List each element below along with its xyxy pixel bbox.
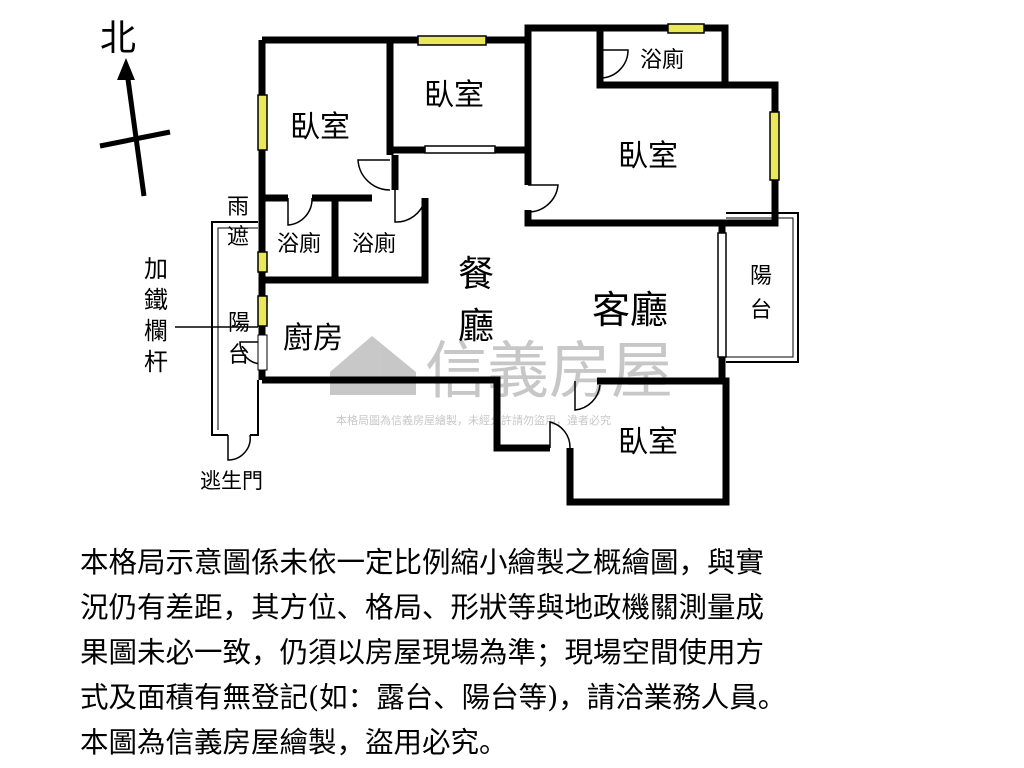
label-bedroom-nw: 臥室 <box>290 110 350 145</box>
compass-arrow-head <box>117 58 135 80</box>
balcony-east: 陽 台 <box>726 212 799 363</box>
sliding-doors <box>424 145 727 358</box>
label-railing-1: 加 <box>144 255 168 283</box>
door-bedroom-nw <box>357 159 391 191</box>
wall-bed-ne-south <box>524 210 722 227</box>
sliding-door-bedroom-n <box>424 145 496 154</box>
door-bath-2 <box>394 190 426 223</box>
label-railing-2: 鐵 <box>144 286 168 314</box>
door-bedroom-se <box>574 381 601 411</box>
balcony-west-right <box>250 380 259 436</box>
window-west-3 <box>257 295 268 327</box>
sliding-door-living-east <box>717 232 727 358</box>
compass: 北 <box>99 18 171 197</box>
label-bedroom-se: 臥室 <box>618 425 678 460</box>
label-escape-door: 逃生門 <box>200 469 263 493</box>
compass-arrow-shaft <box>124 71 147 197</box>
watermark-notice: 本格局圖為信義房屋繪製，未經允許請勿盜用，違者必究 <box>336 413 611 427</box>
disclaimer-line-5: 本圖為信義房屋繪製，盜用必究。 <box>80 726 508 759</box>
annotations: 雨 遮 加 鐵 欄 杆 逃生門 <box>144 195 263 493</box>
window-north-1 <box>417 35 487 46</box>
wall-bath-ne <box>596 28 725 89</box>
watermark-brand: 信義房屋 <box>425 334 673 407</box>
label-bedroom-ne: 臥室 <box>618 139 678 174</box>
balcony-east-outline <box>726 212 799 363</box>
wall-southeast <box>566 377 730 506</box>
disclaimer-text: 本格局示意圖係未依一定比例縮小繪製之概繪圖，與實 況仍有差距，其方位、格局、形狀… <box>80 540 960 759</box>
label-bathroom-ne: 浴廁 <box>640 48 684 73</box>
walls <box>258 24 779 506</box>
label-railing-3: 欄 <box>144 317 168 345</box>
disclaimer-line-2: 況仍有差距，其方位、格局、形狀等與地政機關測量成 <box>80 591 765 624</box>
window-west-1 <box>257 94 268 151</box>
disclaimer-line-4: 式及面積有無登記(如：露台、陽台等)，請洽業務人員。 <box>80 681 787 714</box>
label-dining-2: 廳 <box>458 306 494 347</box>
balcony-west: 陽 台 <box>175 221 268 461</box>
window-east-1 <box>769 111 780 181</box>
wall-south <box>262 376 550 452</box>
label-kitchen: 廚房 <box>283 321 343 356</box>
door-escape <box>227 434 251 461</box>
window-north-2 <box>667 23 705 34</box>
floor-plan: 北 信義房屋 本格局圖為信義房屋繪製，未經允許請勿盜用，違者必究 <box>99 18 799 506</box>
label-bathroom-2: 浴廁 <box>352 232 396 257</box>
balcony-west-inner <box>217 227 258 430</box>
balcony-east-label-1: 陽 <box>750 264 772 289</box>
label-rain-shelter-1: 雨 <box>227 195 249 220</box>
label-rain-shelter-2: 遮 <box>227 225 249 250</box>
disclaimer-line-3: 果圖未必一致，仍須以房屋現場為準；現場空間使用方 <box>80 636 765 669</box>
label-bedroom-n: 臥室 <box>424 78 484 113</box>
label-living: 客廳 <box>592 288 668 332</box>
label-bathroom-1: 浴廁 <box>277 232 321 257</box>
north-label: 北 <box>100 18 136 59</box>
watermark: 信義房屋 本格局圖為信義房屋繪製，未經允許請勿盜用，違者必究 <box>330 334 673 427</box>
disclaimer-line-1: 本格局示意圖係未依一定比例縮小繪製之概繪圖，與實 <box>80 546 765 579</box>
window-west-2 <box>257 251 268 273</box>
wall-bath-bottom <box>262 198 429 284</box>
door-swings <box>239 49 629 449</box>
balcony-east-label-2: 台 <box>750 298 772 323</box>
balcony-east-inner <box>726 217 794 358</box>
balcony-west-label-2: 台 <box>228 343 250 368</box>
balcony-west-label-1: 陽 <box>228 311 250 336</box>
door-bedroom-ne <box>527 184 559 213</box>
door-bath-1 <box>287 197 313 226</box>
room-labels: 臥室 臥室 浴廁 臥室 浴廁 浴廁 餐 廳 客廳 廚房 臥室 <box>277 48 684 460</box>
door-south <box>549 421 571 449</box>
door-bath-ne <box>599 49 629 79</box>
windows <box>257 23 780 327</box>
balcony-west-glass <box>257 334 268 371</box>
label-railing-4: 杆 <box>144 348 168 376</box>
compass-cross-bar <box>99 129 171 149</box>
label-dining-1: 餐 <box>458 254 494 295</box>
balcony-west-outer <box>211 221 258 436</box>
